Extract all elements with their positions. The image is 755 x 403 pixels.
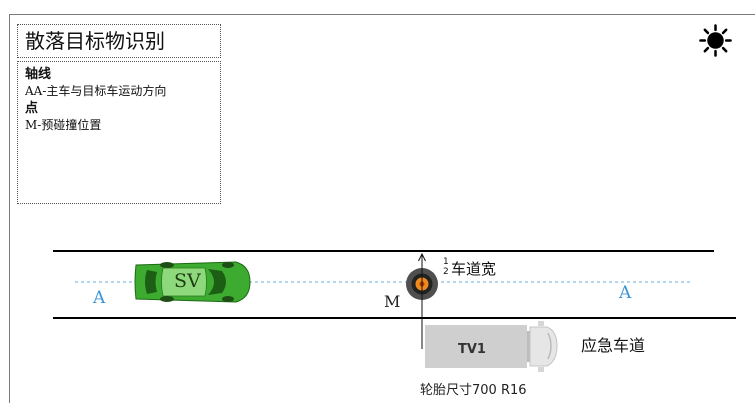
emergency-lane-label: 应急车道	[581, 336, 646, 355]
axis-label-a-left: A	[93, 288, 106, 308]
legend-axis-heading: 轴线	[25, 67, 52, 82]
legend-axis-text: AA-主车与目标车运动方向	[25, 84, 167, 98]
lane-width-text: 车道宽	[451, 260, 497, 278]
legend-box: 轴线 AA-主车与目标车运动方向 点 M-预碰撞位置	[17, 61, 221, 204]
half-numerator: 1	[443, 257, 449, 267]
sun-icon	[699, 24, 732, 57]
subject-vehicle-sv	[134, 261, 251, 303]
diagram-frame	[9, 14, 755, 403]
subject-vehicle-label: SV	[174, 270, 201, 292]
target-vehicle-label: TV1	[458, 342, 486, 357]
legend-point-heading: 点	[25, 101, 39, 116]
lane-width-label: 1 2 车道宽	[443, 257, 503, 281]
collision-point-label: M	[384, 292, 401, 311]
diagram-title: 散落目标物识别	[17, 24, 221, 58]
target-vehicle-tv1	[425, 321, 558, 372]
tire-size-label: 轮胎尺寸700 R16	[420, 383, 527, 398]
lane-width-arrow	[418, 252, 426, 349]
half-denominator: 2	[443, 267, 449, 277]
legend-point-text: M-预碰撞位置	[25, 118, 102, 132]
axis-label-a-right: A	[619, 283, 632, 303]
